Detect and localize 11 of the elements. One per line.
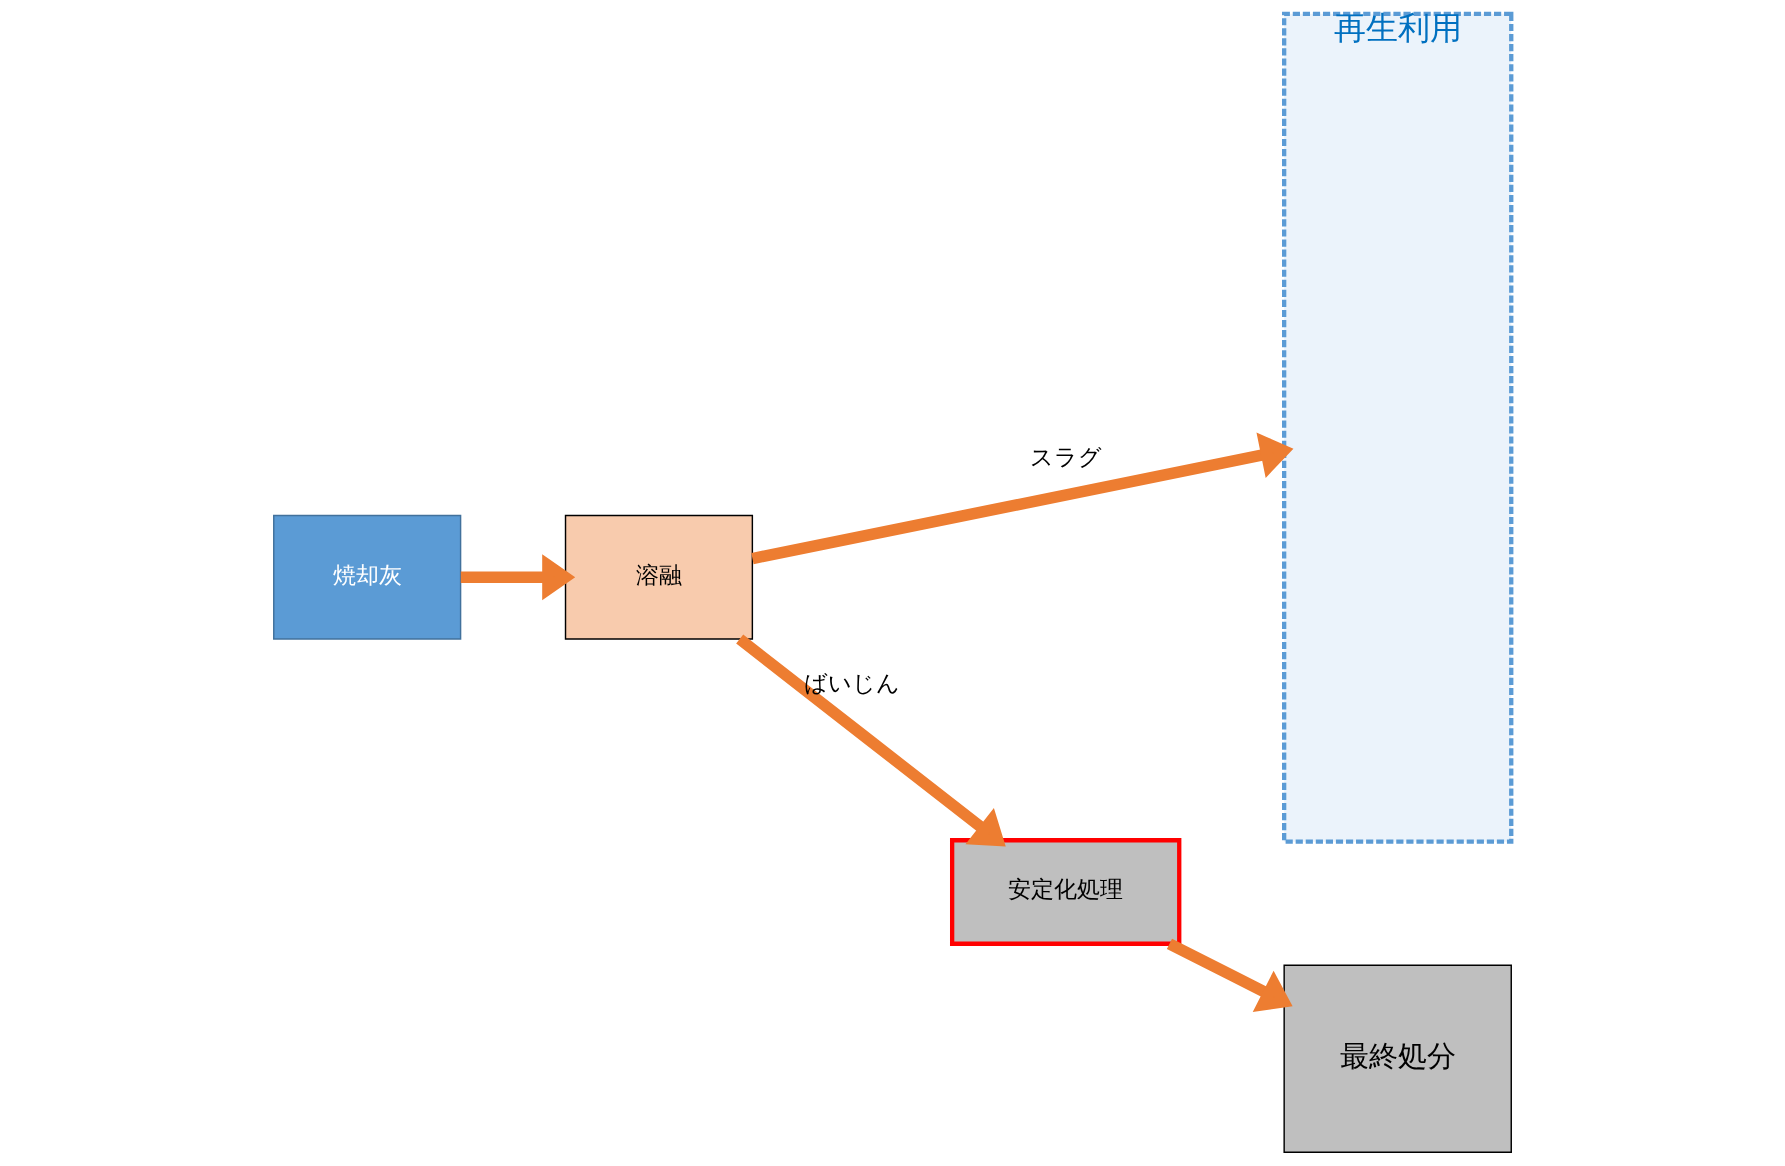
node-box: 焼却灰 bbox=[273, 514, 462, 640]
arrow bbox=[1166, 938, 1293, 1012]
arrow bbox=[460, 554, 576, 601]
node-box: 安定化処理 bbox=[950, 838, 1182, 946]
node-box: 最終処分 bbox=[1283, 964, 1512, 1153]
edge-label: スラグ bbox=[1029, 443, 1102, 470]
node-box: 溶融 bbox=[564, 514, 754, 640]
node-box: 再生利用 bbox=[1282, 11, 1514, 844]
arrow bbox=[751, 432, 1294, 565]
arrow bbox=[736, 634, 1006, 847]
edge-label: ばいじん bbox=[804, 669, 901, 696]
